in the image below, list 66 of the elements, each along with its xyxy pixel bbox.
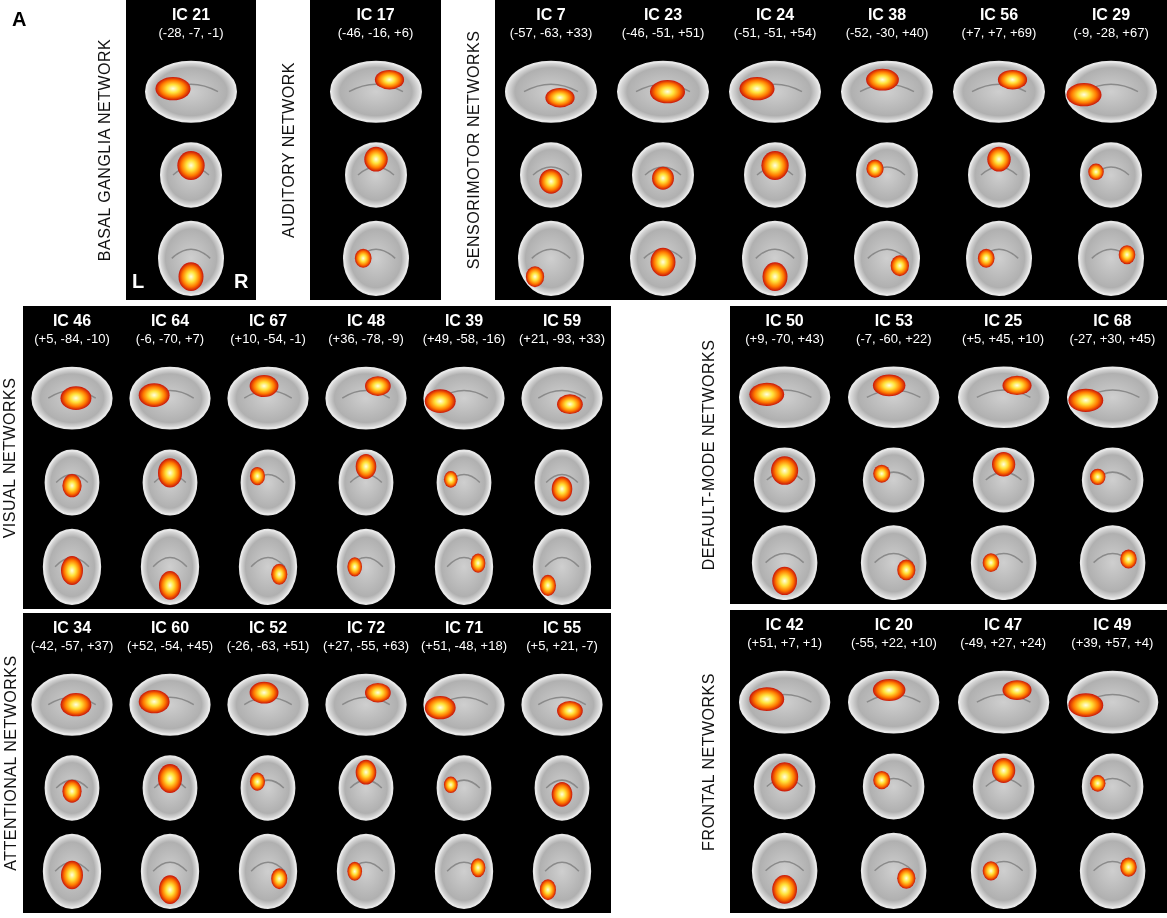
- component-title: IC 52: [248, 619, 288, 637]
- network-label: DEFAULT-MODE NETWORKS: [699, 339, 718, 571]
- hemisphere-marker: L: [132, 270, 145, 293]
- mni-coordinates: (-7, -60, +22): [856, 331, 932, 346]
- component-title: IC 21: [171, 6, 211, 24]
- mni-coordinates: (-55, +22, +10): [850, 635, 937, 650]
- component-title: IC 64: [150, 312, 190, 330]
- mni-coordinates: (-46, -51, +51): [621, 25, 705, 40]
- component-title: IC 72: [346, 619, 386, 637]
- mni-coordinates: (-42, -57, +37): [30, 638, 114, 653]
- mni-coordinates: (+51, +7, +1): [747, 635, 823, 650]
- network-label: FRONTAL NETWORKS: [699, 672, 718, 851]
- mni-coordinates: (+9, -70, +43): [745, 331, 824, 346]
- mni-coordinates: (+27, -55, +63): [323, 638, 409, 653]
- network-label: BASAL GANGLIA NETWORK: [96, 38, 115, 262]
- component-title: IC 24: [755, 6, 795, 24]
- component-title: IC 7: [536, 6, 566, 24]
- component-title: IC 55: [542, 619, 582, 637]
- component-title: IC 60: [150, 619, 190, 637]
- component-title: IC 49: [1093, 616, 1132, 634]
- mni-coordinates: (+21, -93, +33): [519, 331, 605, 346]
- component-title: IC 59: [542, 312, 582, 330]
- mni-coordinates: (-52, -30, +40): [845, 25, 929, 40]
- component-title: IC 29: [1091, 6, 1131, 24]
- component-title: IC 25: [984, 312, 1023, 330]
- network-label: AUDITORY NETWORK: [280, 62, 298, 238]
- component-title: IC 48: [346, 312, 386, 330]
- component-title: IC 34: [52, 619, 92, 637]
- component-title: IC 39: [444, 312, 484, 330]
- mni-coordinates: (-9, -28, +67): [1073, 25, 1149, 40]
- network-label: VISUAL NETWORKS: [0, 377, 19, 538]
- mni-coordinates: (+5, -84, -10): [34, 331, 110, 346]
- mni-coordinates: (-6, -70, +7): [135, 331, 205, 346]
- mni-coordinates: (+7, +7, +69): [961, 25, 1037, 40]
- network-label: ATTENTIONAL NETWORKS: [1, 655, 20, 871]
- mni-coordinates: (-49, +27, +24): [960, 635, 1047, 650]
- mni-coordinates: (-28, -7, -1): [158, 25, 224, 40]
- component-title: IC 50: [765, 312, 804, 330]
- component-title: IC 67: [248, 312, 288, 330]
- component-title: IC 20: [874, 616, 913, 634]
- component-title: IC 38: [867, 6, 907, 24]
- component-title: IC 17: [356, 6, 395, 24]
- component-title: IC 53: [874, 312, 913, 330]
- mni-coordinates: (-27, +30, +45): [1069, 331, 1156, 346]
- component-title: IC 46: [52, 312, 92, 330]
- mni-coordinates: (+5, +21, -7): [526, 638, 598, 653]
- mni-coordinates: (-46, -16, +6): [337, 25, 414, 40]
- component-title: IC 56: [979, 6, 1019, 24]
- mni-coordinates: (+5, +45, +10): [962, 331, 1045, 346]
- mni-coordinates: (+49, -58, -16): [422, 331, 506, 346]
- mni-coordinates: (+10, -54, -1): [230, 331, 306, 346]
- mni-coordinates: (+36, -78, -9): [328, 331, 404, 346]
- mni-coordinates: (+52, -54, +45): [127, 638, 213, 653]
- mni-coordinates: (-51, -51, +54): [733, 25, 817, 40]
- component-title: IC 42: [765, 616, 804, 634]
- component-title: IC 71: [444, 619, 484, 637]
- panel-letter: A: [12, 8, 27, 31]
- component-title: IC 68: [1093, 312, 1132, 330]
- hemisphere-marker: R: [234, 270, 249, 293]
- component-title: IC 47: [984, 616, 1023, 634]
- mni-coordinates: (+51, -48, +18): [421, 638, 507, 653]
- mni-coordinates: (+39, +57, +4): [1071, 635, 1154, 650]
- mni-coordinates: (-57, -63, +33): [509, 25, 593, 40]
- mni-coordinates: (-26, -63, +51): [226, 638, 310, 653]
- component-title: IC 23: [643, 6, 683, 24]
- network-label: SENSORIMOTOR NETWORKS: [464, 30, 483, 270]
